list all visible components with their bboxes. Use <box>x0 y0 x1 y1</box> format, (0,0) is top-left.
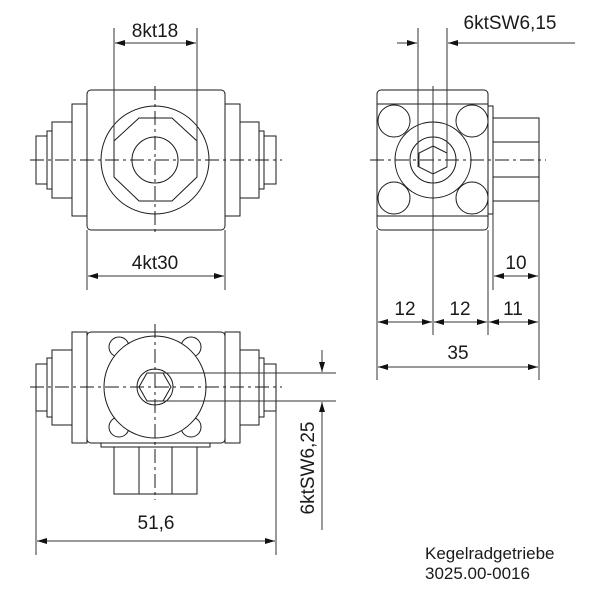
dim-8kt18: 8kt18 <box>132 21 178 42</box>
dim-6ktSW6-25: 6ktSW6,25 <box>298 422 319 515</box>
drawing-title: Kegelradgetriebe <box>425 544 555 563</box>
front-view: 8kt18 4kt30 <box>30 21 282 290</box>
octagon-nut <box>113 117 198 202</box>
hex-socket-top <box>138 372 172 402</box>
side-view: 6ktSW6,15 10 12 12 11 35 <box>370 13 575 380</box>
dim-11: 11 <box>503 299 523 320</box>
part-number: 3025.00-0016 <box>425 564 530 583</box>
dim-10: 10 <box>505 253 526 274</box>
dim-51-6: 51,6 <box>138 513 175 534</box>
dim-35: 35 <box>447 343 468 364</box>
dim-4kt30: 4kt30 <box>132 253 178 274</box>
dim-12-b: 12 <box>449 299 470 320</box>
dim-12-a: 12 <box>394 299 415 320</box>
dim-6ktSW6-15: 6ktSW6,15 <box>464 13 557 34</box>
top-view: 6ktSW6,25 51,6 <box>30 324 336 555</box>
